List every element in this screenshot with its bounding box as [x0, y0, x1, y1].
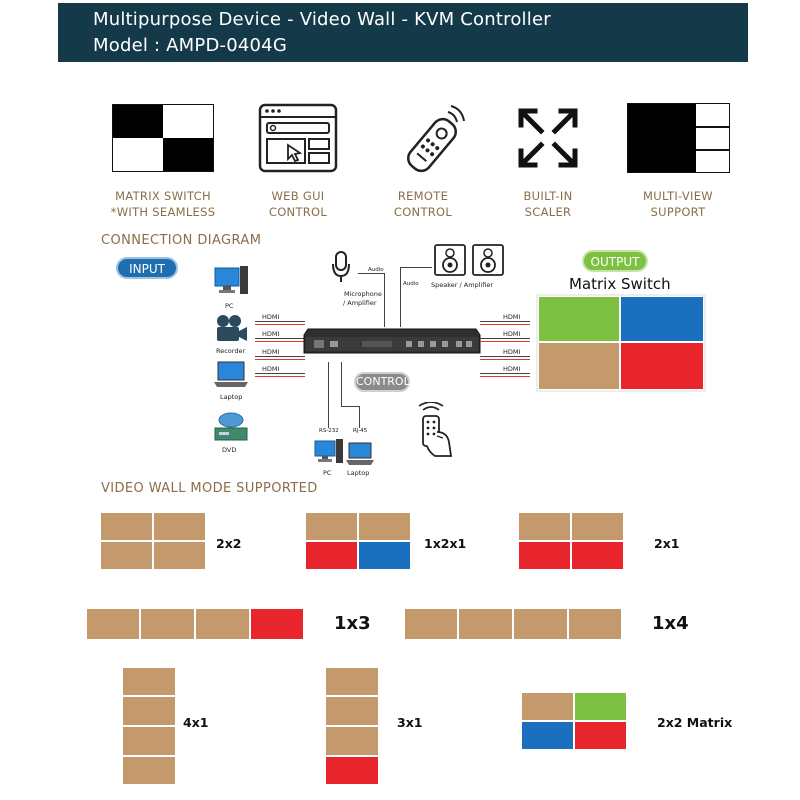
hdmi-in-label: HDMI — [262, 348, 280, 356]
output-title: Matrix Switch — [569, 275, 671, 293]
input-label-recorder: Recorder — [216, 347, 246, 355]
control-laptop-label: Laptop — [347, 469, 370, 477]
mic-audio-label: Audio — [368, 267, 384, 273]
header-banner: Multipurpose Device - Video Wall - KVM C… — [58, 3, 748, 62]
mode-1x3-grid — [86, 608, 304, 640]
hdmi-in-label: HDMI — [262, 330, 280, 338]
speaker-icon — [434, 244, 504, 276]
output-badge: OUTPUT — [582, 250, 648, 272]
speaker-label: Speaker / Amplifier — [431, 281, 494, 289]
mode-1x4-grid — [404, 608, 622, 640]
hand-remote-icon — [418, 402, 453, 457]
hdmi-in-label: HDMI — [262, 313, 280, 321]
mode-label-2x2: 2x2 — [216, 536, 242, 551]
recorder-icon — [217, 315, 247, 341]
hdmi-out-label: HDMI — [503, 330, 521, 338]
input-badge: INPUT — [116, 257, 178, 279]
mode-1x2x1-grid — [305, 512, 411, 570]
mode-label-1x4: 1x4 — [652, 613, 689, 634]
hdmi-out-label: HDMI — [503, 313, 521, 321]
mode-3x1-grid — [325, 667, 379, 785]
matrix-switch-icon — [112, 104, 214, 172]
pc-icon — [214, 266, 248, 294]
mode-2x1-grid — [518, 512, 624, 570]
microphone-icon — [332, 251, 350, 282]
microphone-label: Microphone — [344, 290, 382, 298]
mode-label-1x2x1: 1x2x1 — [424, 536, 467, 551]
page-title: Multipurpose Device - Video Wall - KVM C… — [93, 9, 551, 30]
input-label-dvd: DVD — [222, 446, 237, 454]
mode-2x2-grid — [100, 512, 206, 570]
dvd-icon — [214, 412, 248, 441]
laptop-icon — [214, 361, 248, 387]
remote-control-icon — [407, 105, 465, 173]
rj45-label: RJ-45 — [353, 428, 368, 434]
connection-diagram-title: CONNECTION DIAGRAM — [101, 233, 262, 248]
control-laptop-icon — [346, 442, 374, 465]
mode-label-2x2-matrix: 2x2 Matrix — [657, 715, 733, 730]
control-pc-label: PC — [323, 469, 332, 477]
microphone-label-2: / Amplifier — [343, 299, 377, 307]
model-title: Model : AMPD-0404G — [93, 35, 287, 56]
mode-label-1x3: 1x3 — [334, 613, 371, 634]
web-gui-icon — [258, 103, 338, 173]
hdmi-out-label: HDMI — [503, 348, 521, 356]
kvm-controller-device — [303, 328, 481, 354]
mode-4x1-grid — [122, 667, 176, 785]
mode-label-3x1: 3x1 — [397, 715, 423, 730]
speaker-audio-label: Audio — [403, 281, 419, 287]
mode-2x2-matrix-grid — [521, 692, 627, 750]
hdmi-in-label: HDMI — [262, 365, 280, 373]
output-matrix-grid — [536, 294, 706, 392]
mode-label-2x1: 2x1 — [654, 536, 680, 551]
control-badge: CONTROL — [354, 372, 410, 392]
input-label-pc: PC — [225, 302, 234, 310]
video-wall-title: VIDEO WALL MODE SUPPORTED — [101, 481, 318, 496]
hdmi-out-label: HDMI — [503, 365, 521, 373]
multi-view-icon — [627, 103, 730, 173]
mode-label-4x1: 4x1 — [183, 715, 209, 730]
input-label-laptop: Laptop — [220, 393, 243, 401]
rs232-label: RS-232 — [319, 428, 339, 434]
control-pc-icon — [314, 439, 343, 463]
scaler-arrows-icon — [518, 108, 578, 168]
feature-label-matrix: MATRIX SWITCH*WITH SEAMLESS — [110, 189, 216, 219]
